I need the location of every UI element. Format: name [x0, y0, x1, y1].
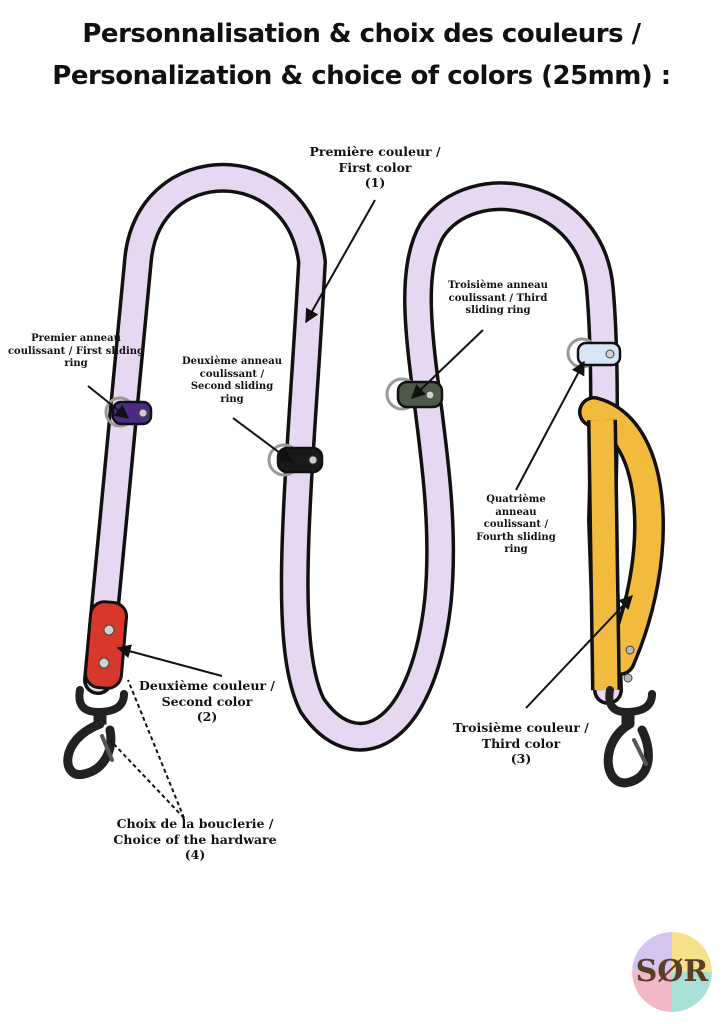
left-snap-hook	[63, 686, 128, 780]
label-first-color: Première couleur / First color (1)	[309, 144, 441, 191]
title-line-2: Personalization & choice of colors (25mm…	[52, 61, 671, 91]
right-snap-hook	[603, 686, 656, 788]
label-ring-1: Premier anneau coulissant / First slidin…	[7, 333, 145, 369]
callout-arrows	[87, 199, 633, 819]
arrow-ring-4	[515, 360, 585, 491]
title-line-1: Personnalisation & choix des couleurs /	[82, 19, 641, 49]
yellow-strap-section	[578, 396, 665, 691]
sliding-ring-4	[566, 337, 622, 369]
label-ring-3: Troisième anneau coulissant / Third slid…	[448, 280, 548, 316]
arrow-second-color	[116, 644, 223, 677]
label-ring-4: Quatrième anneau coulissant / Fourth sli…	[476, 494, 556, 555]
logo-text: SØR	[635, 954, 709, 989]
label-ring-2: Deuxième anneau coulissant / Second slid…	[182, 356, 282, 405]
arrow-hardware-2	[127, 679, 185, 819]
brand-logo: SØR	[632, 932, 712, 1012]
sliding-ring-3	[385, 377, 444, 411]
arrow-hardware-1	[109, 739, 185, 819]
label-second-color: Deuxième couleur / Second color (2)	[139, 678, 275, 725]
label-hardware: Choix de la bouclerie / Choice of the ha…	[113, 816, 277, 863]
arrow-ring-2	[232, 417, 294, 463]
red-strap-section	[83, 600, 129, 690]
arrow-ring-1	[87, 385, 130, 419]
sliding-ring-2	[267, 443, 324, 477]
arrow-third-color	[525, 594, 633, 709]
arrow-ring-3	[410, 329, 484, 399]
strap	[83, 162, 623, 752]
label-third-color: Troisième couleur / Third color (3)	[453, 720, 589, 767]
arrow-first-color	[305, 199, 376, 324]
logo-background-icon	[632, 932, 712, 1012]
